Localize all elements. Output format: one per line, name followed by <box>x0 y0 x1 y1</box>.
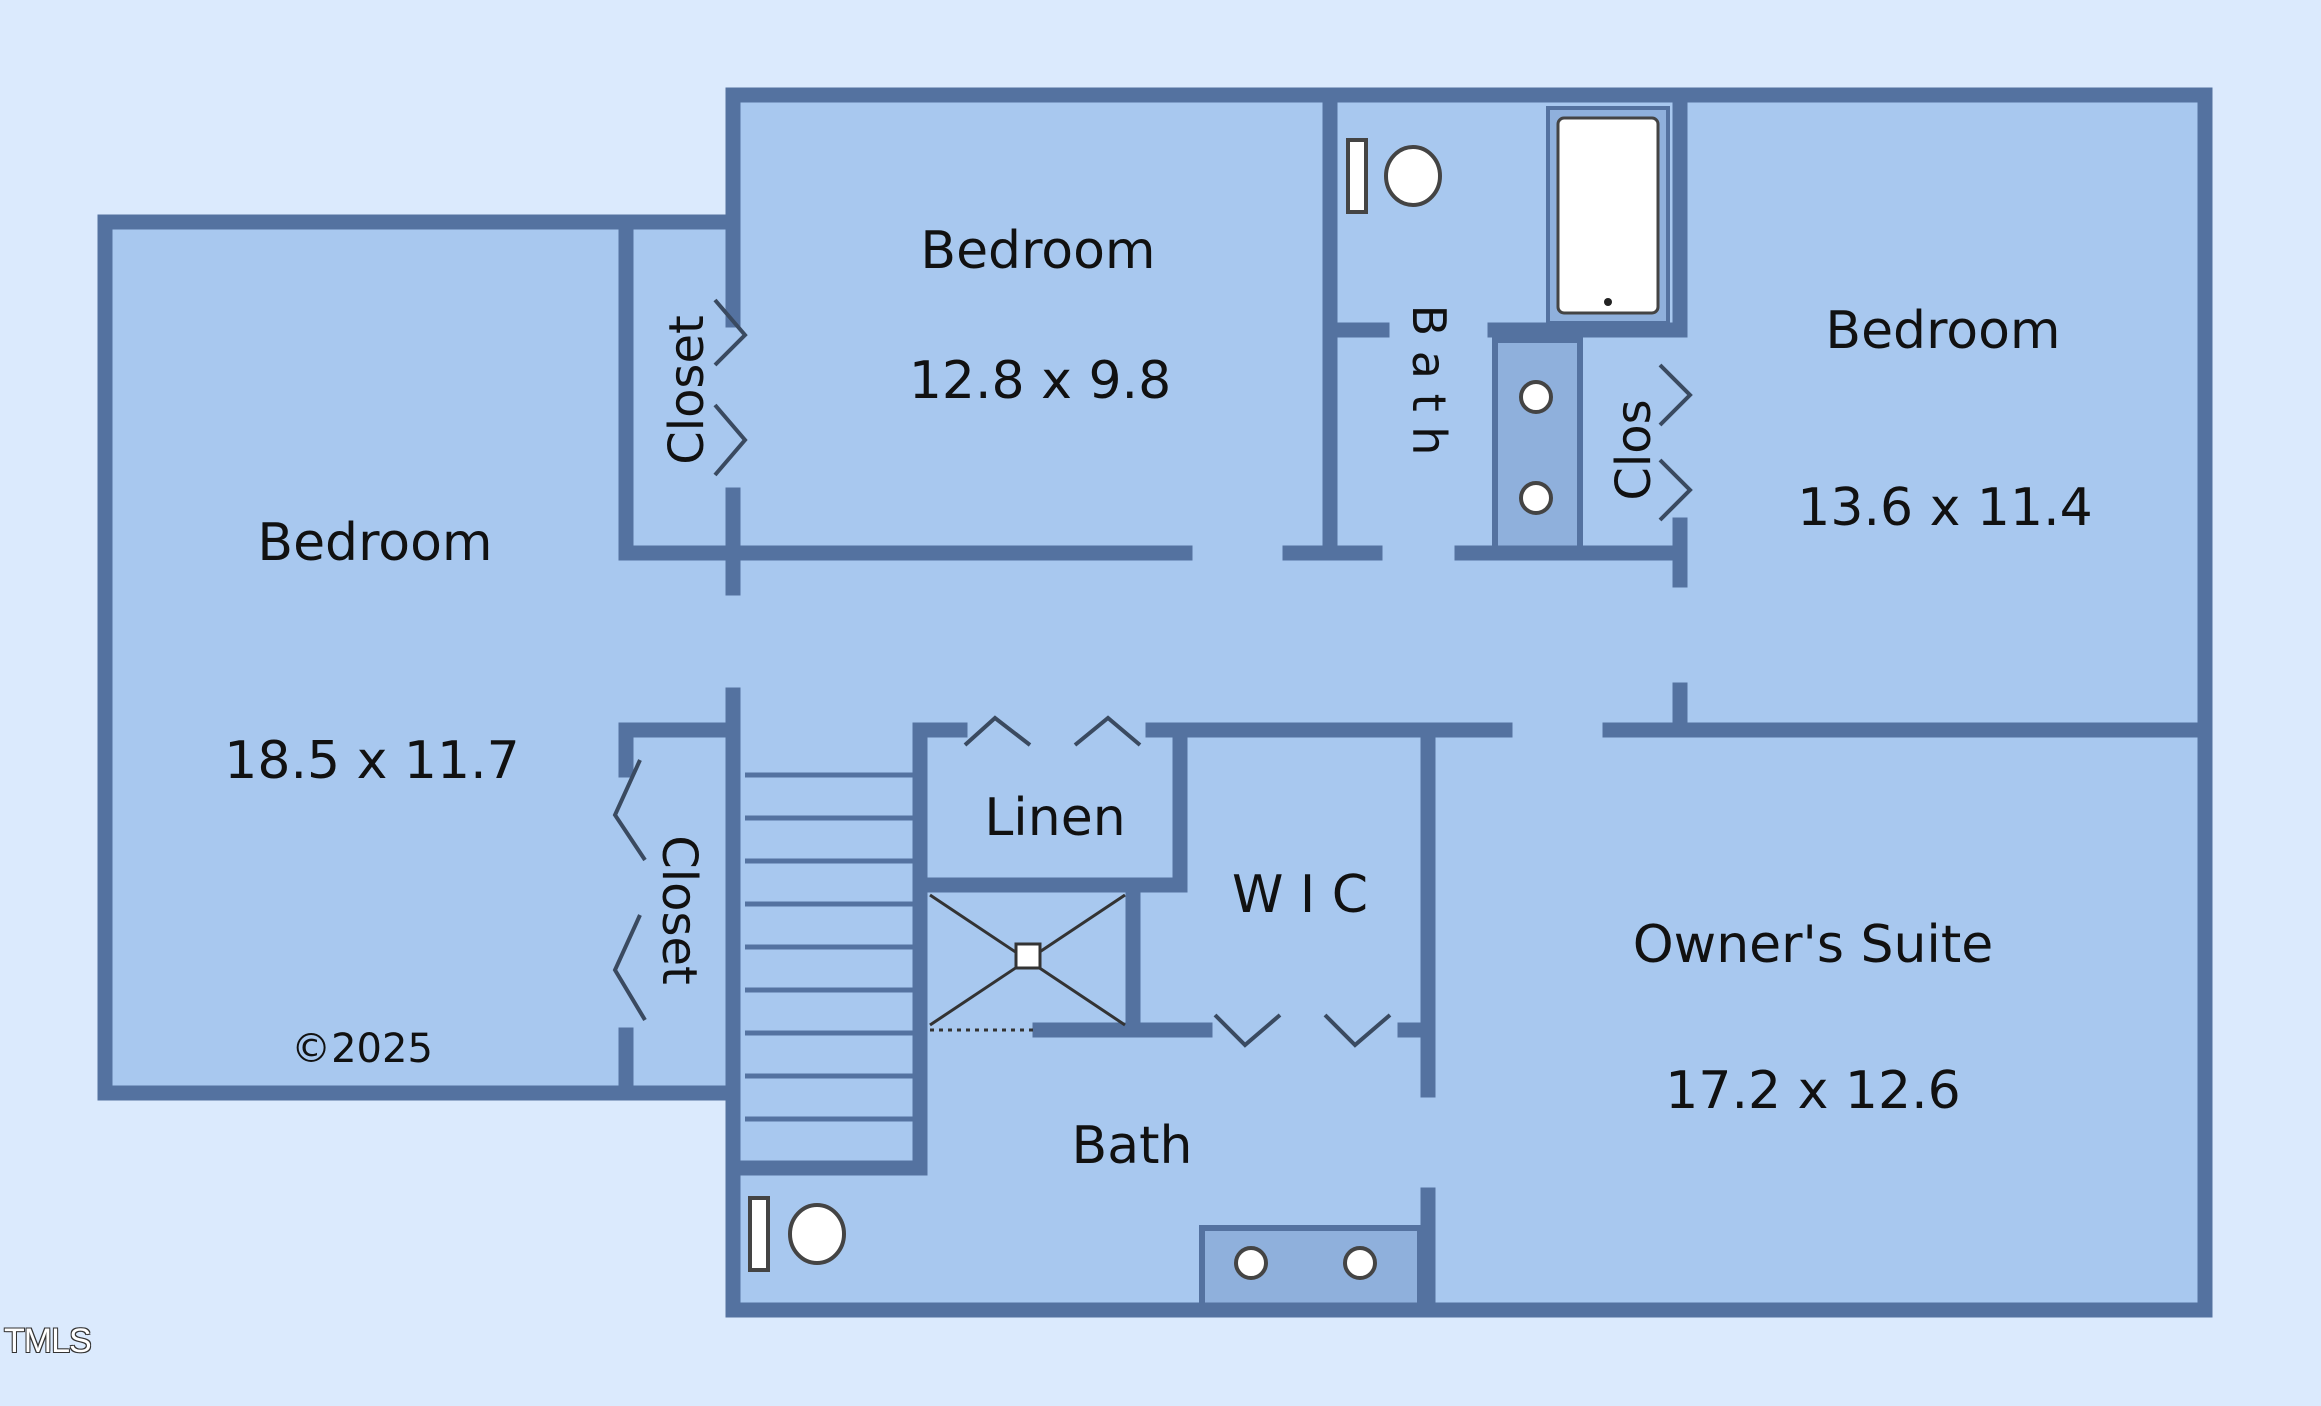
vanity-upper <box>1492 337 1583 556</box>
owners-suite-size: 17.2 x 12.6 <box>1665 1061 1960 1121</box>
bedroom-right-size: 13.6 x 11.4 <box>1797 478 2092 538</box>
toilet-lower <box>748 1196 846 1272</box>
stairs <box>745 772 915 1122</box>
bedroom-left-size: 18.5 x 11.7 <box>224 731 519 791</box>
owners-suite-name: Owner's Suite <box>1633 915 1994 975</box>
bedroom-mid-name: Bedroom <box>920 221 1155 281</box>
toilet-upper <box>1346 138 1442 214</box>
linen-label: Linen <box>984 788 1125 848</box>
door-swings <box>612 298 1693 1048</box>
copyright-text: ©2025 <box>291 1026 433 1072</box>
interior-walls <box>618 87 2213 1318</box>
shower <box>929 893 1126 1032</box>
mls-watermark: TMLS <box>4 1322 92 1360</box>
closet-lower-label: Closet <box>651 835 707 985</box>
clos-right-label: Clos <box>1606 399 1662 500</box>
bath-upper-label: B a t h <box>1402 305 1456 456</box>
bathtub <box>1546 106 1670 325</box>
bedroom-left-name: Bedroom <box>257 513 492 573</box>
vanity-lower <box>1199 1225 1423 1313</box>
wic-label: W I C <box>1232 865 1368 925</box>
bedroom-mid-size: 12.8 x 9.8 <box>909 351 1171 411</box>
outer-wall <box>97 87 2213 1318</box>
sinks <box>1234 380 1553 1280</box>
closet-upper-label: Closet <box>659 315 715 465</box>
bedroom-right-name: Bedroom <box>1825 301 2060 361</box>
bath-lower-label: Bath <box>1072 1116 1193 1176</box>
